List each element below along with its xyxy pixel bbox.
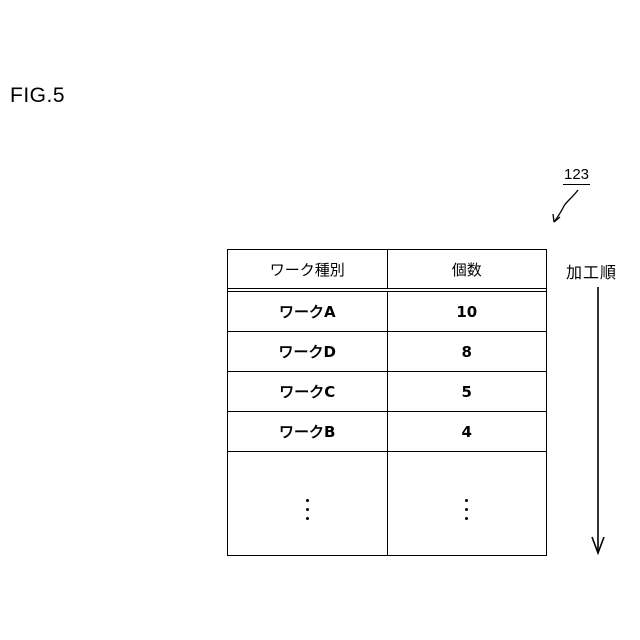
- cell-work-type: ワークA: [228, 290, 387, 332]
- cell-work-type: ワークB: [228, 412, 387, 452]
- work-table: ワーク種別 個数 ワークA 10 ワークD 8 ワークC 5 ワークB 4: [227, 249, 547, 556]
- vertical-ellipsis-icon: [465, 499, 468, 520]
- cell-count: 4: [387, 412, 546, 452]
- header-work-type: ワーク種別: [228, 250, 387, 290]
- continuation-dots-count: [387, 452, 546, 556]
- continuation-dots-work-type: [228, 452, 387, 556]
- table-header-row: ワーク種別 個数: [228, 250, 546, 290]
- reference-number: 123: [563, 166, 590, 185]
- cell-work-type: ワークD: [228, 332, 387, 372]
- vertical-ellipsis-icon: [306, 499, 309, 520]
- table-row: ワークD 8: [228, 332, 546, 372]
- table-row: ワークA 10: [228, 290, 546, 332]
- cell-count: 10: [387, 290, 546, 332]
- table-row: ワークB 4: [228, 412, 546, 452]
- header-count: 個数: [387, 250, 546, 290]
- processing-order-arrow: [588, 287, 608, 557]
- cell-work-type: ワークC: [228, 372, 387, 412]
- cell-count: 5: [387, 372, 546, 412]
- figure-label: FIG.5: [10, 84, 65, 108]
- table-row: ワークC 5: [228, 372, 546, 412]
- reference-leader-arrow: [540, 188, 580, 232]
- cell-count: 8: [387, 332, 546, 372]
- processing-order-label: 加工順: [566, 259, 617, 283]
- table-row-continuation: [228, 452, 546, 556]
